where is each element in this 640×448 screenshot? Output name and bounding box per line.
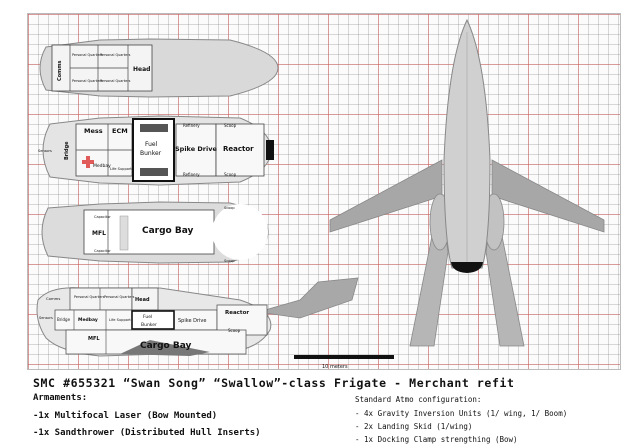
room-label: Fuel bbox=[143, 314, 152, 320]
scale-bar-label: 10 meters bbox=[322, 364, 348, 370]
standard-config-item: - 1x Docking Clamp strengthing (Bow) bbox=[355, 435, 518, 444]
deck-top: Comms Personal Quarters Personal Quarter… bbox=[39, 38, 279, 98]
room-label: Bridge bbox=[64, 141, 70, 160]
room-label: MFL bbox=[92, 230, 106, 237]
room-label: Refinery bbox=[183, 172, 200, 177]
exterior-top-view bbox=[329, 18, 605, 347]
room-label: Fuel bbox=[145, 141, 158, 148]
standard-config-heading: Standard Atmo configuration: bbox=[355, 395, 482, 404]
room-label: Bunker bbox=[140, 150, 162, 157]
room-label: Spike Drive bbox=[175, 145, 217, 153]
room-label: Sensors bbox=[39, 316, 53, 320]
room-label: Scoop bbox=[224, 172, 237, 177]
room-label: Head bbox=[135, 297, 150, 303]
room-label: Cargo Bay bbox=[140, 341, 192, 351]
room-label: Refinery bbox=[183, 123, 200, 128]
armament-item: -1x Multifocal Laser (Bow Mounted) bbox=[33, 411, 218, 421]
room-label: Life Support bbox=[110, 167, 132, 171]
room-label: Head bbox=[133, 66, 150, 73]
room-label: Scoop bbox=[224, 123, 237, 128]
room-label: Scoop bbox=[228, 328, 241, 333]
deck-cargo: MFL Cargo Bay Capacitor Capacitor Scoop … bbox=[41, 201, 269, 264]
room-label: ECM bbox=[112, 127, 128, 135]
room-label: Scoop bbox=[224, 206, 235, 210]
room-label: Reactor bbox=[225, 310, 249, 316]
room-label: Sensors bbox=[38, 149, 52, 153]
room-label: Comms bbox=[46, 296, 60, 301]
room-label: Medbay bbox=[78, 317, 98, 323]
room-label: Personal Quarters bbox=[104, 295, 135, 299]
room-label: Scoop bbox=[224, 259, 235, 263]
room-label: Capacitor bbox=[94, 249, 111, 253]
room-label: MFL bbox=[88, 336, 100, 342]
page-title: SMC #655321 “Swan Song” “Swallow”-class … bbox=[33, 376, 515, 390]
room-label: Reactor bbox=[223, 145, 254, 153]
deck-main: Mess ECM Fuel Bunker Spike Drive Reactor… bbox=[38, 115, 274, 186]
room-label: Bunker bbox=[141, 322, 157, 328]
room-label: Life Support bbox=[109, 318, 131, 322]
room-label: Medbay bbox=[93, 163, 111, 169]
room-label: Personal Quarters bbox=[100, 79, 131, 83]
room-label: Personal Quarters bbox=[72, 79, 103, 83]
room-label: Personal Quarters bbox=[72, 53, 103, 57]
room-label: Cargo Bay bbox=[142, 226, 194, 236]
room-label: Comms bbox=[57, 60, 63, 81]
armament-item: -1x Sandthrower (Distributed Hull Insert… bbox=[33, 428, 261, 438]
room-label: Personal Quarters bbox=[74, 295, 105, 299]
standard-config-item: - 2x Landing Skid (1/wing) bbox=[355, 422, 473, 431]
room-label: Mess bbox=[84, 127, 103, 135]
armaments-heading: Armaments: bbox=[33, 393, 88, 403]
room-label: Spike Drive bbox=[178, 318, 206, 324]
side-profile: Comms Personal Quarters Personal Quarter… bbox=[36, 277, 359, 357]
room-label: Personal Quarters bbox=[100, 53, 131, 57]
room-label: Bridge bbox=[57, 317, 71, 322]
standard-config-item: - 4x Gravity Inversion Units (1/ wing, 1… bbox=[355, 409, 568, 418]
room-label: Capacitor bbox=[94, 215, 111, 219]
scale-bar: 10 meters bbox=[294, 355, 394, 370]
